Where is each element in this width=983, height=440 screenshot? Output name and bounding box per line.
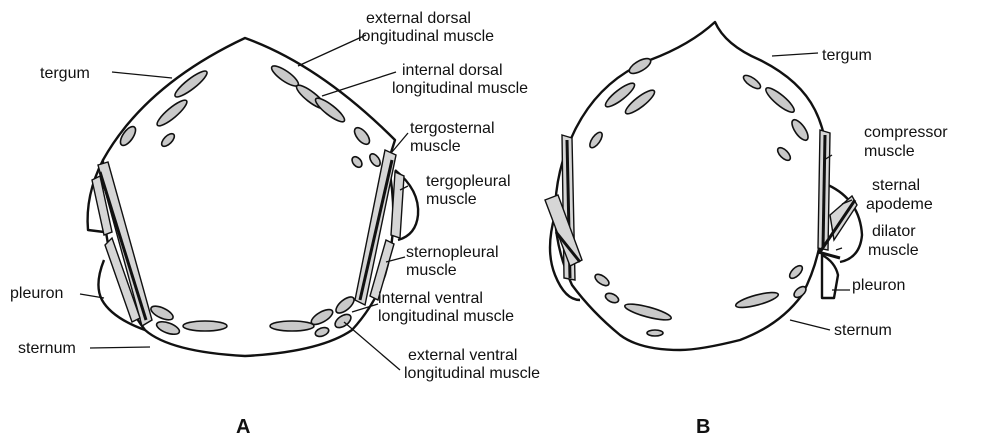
muscle-bundle [792, 284, 808, 299]
muscle-bundle [624, 301, 673, 323]
label-tergopleural-line2: muscle [426, 191, 477, 208]
panel-b-right-pleuron [822, 255, 838, 298]
label-tergum-a: tergum [40, 65, 90, 82]
muscle-bundle [183, 321, 227, 331]
muscle-bundle [647, 330, 663, 336]
label-internal-ventral-line2: longitudinal muscle [378, 308, 514, 325]
muscle-bundle [269, 63, 301, 90]
muscle-bundle [368, 152, 383, 168]
label-sternal-line1: sternal [872, 177, 920, 194]
panel-label-b: B [696, 416, 710, 438]
panel-a: tergum pleuron sternum external dorsal l… [10, 10, 540, 438]
panel-a-dorsal-muscles [118, 63, 383, 169]
panel-label-a: A [236, 416, 250, 438]
label-pleuron-b: pleuron [852, 277, 905, 294]
label-external-ventral-line2: longitudinal muscle [404, 365, 540, 382]
muscle-bundle [155, 319, 181, 337]
muscle-bundle [788, 264, 805, 281]
muscle-bundle [789, 117, 811, 142]
panel-b-dorsal-muscles [588, 56, 811, 163]
label-tergosternal-line1: tergosternal [410, 120, 495, 137]
label-apodeme-line2: apodeme [866, 196, 933, 213]
label-sternum-a: sternum [18, 340, 76, 357]
label-internal-dorsal-line2: longitudinal muscle [392, 80, 528, 97]
label-sternum-b: sternum [834, 322, 892, 339]
muscle-bundle [270, 321, 314, 331]
label-external-dorsal-line1: external dorsal [366, 10, 471, 27]
label-sternopleural-line2: muscle [406, 262, 457, 279]
tergopleural-muscle-right [391, 172, 404, 238]
label-sternopleural-line1: sternopleural [406, 244, 499, 261]
muscle-bundle [149, 303, 175, 322]
muscle-bundle [118, 124, 139, 148]
muscle-bundle [350, 155, 364, 169]
label-internal-ventral-line1: internal ventral [378, 290, 483, 307]
muscle-edge [823, 135, 825, 248]
muscle-bundle [314, 326, 330, 338]
muscle-bundle [160, 132, 177, 149]
muscle-bundle [333, 294, 356, 316]
label-external-ventral-line1: external ventral [408, 347, 517, 364]
muscle-bundle [172, 68, 210, 101]
panel-a-left-lateral-muscles [92, 162, 152, 326]
muscle-bundle [352, 125, 373, 147]
label-tergopleural-line1: tergopleural [426, 173, 511, 190]
muscle-bundle [313, 95, 348, 125]
panel-b-ventral-muscles [593, 264, 808, 336]
panel-a-ventral-muscles [149, 294, 357, 338]
label-compressor-line2: muscle [864, 143, 915, 160]
label-dilator-line2: muscle [868, 242, 919, 259]
muscle-bundle [588, 130, 605, 149]
muscle-bundle [593, 272, 611, 288]
panel-a-right-lateral-muscles [355, 150, 404, 305]
label-dilator-line1: dilator [872, 223, 916, 240]
label-internal-dorsal-line1: internal dorsal [402, 62, 503, 79]
muscle-bundle [734, 289, 779, 310]
panel-a-leader-lines [80, 35, 408, 370]
label-pleuron-a: pleuron [10, 285, 63, 302]
muscle-bundle [154, 97, 190, 129]
panel-b-lateral-muscles [545, 130, 857, 280]
muscle-bundle [309, 307, 335, 328]
label-tergum-b: tergum [822, 47, 872, 64]
panel-b-body-outline [555, 22, 828, 350]
panel-b: tergum compressor muscle sternal apodeme… [545, 22, 948, 438]
label-external-dorsal-line2: longitudinal muscle [358, 28, 494, 45]
muscle-bundle [627, 56, 653, 77]
muscle-bundle [742, 73, 763, 91]
muscle-bundle [763, 85, 797, 116]
muscle-bundle [604, 291, 620, 304]
muscle-bundle [776, 146, 793, 163]
label-compressor-line1: compressor [864, 124, 948, 141]
label-tergosternal-line2: muscle [410, 138, 461, 155]
